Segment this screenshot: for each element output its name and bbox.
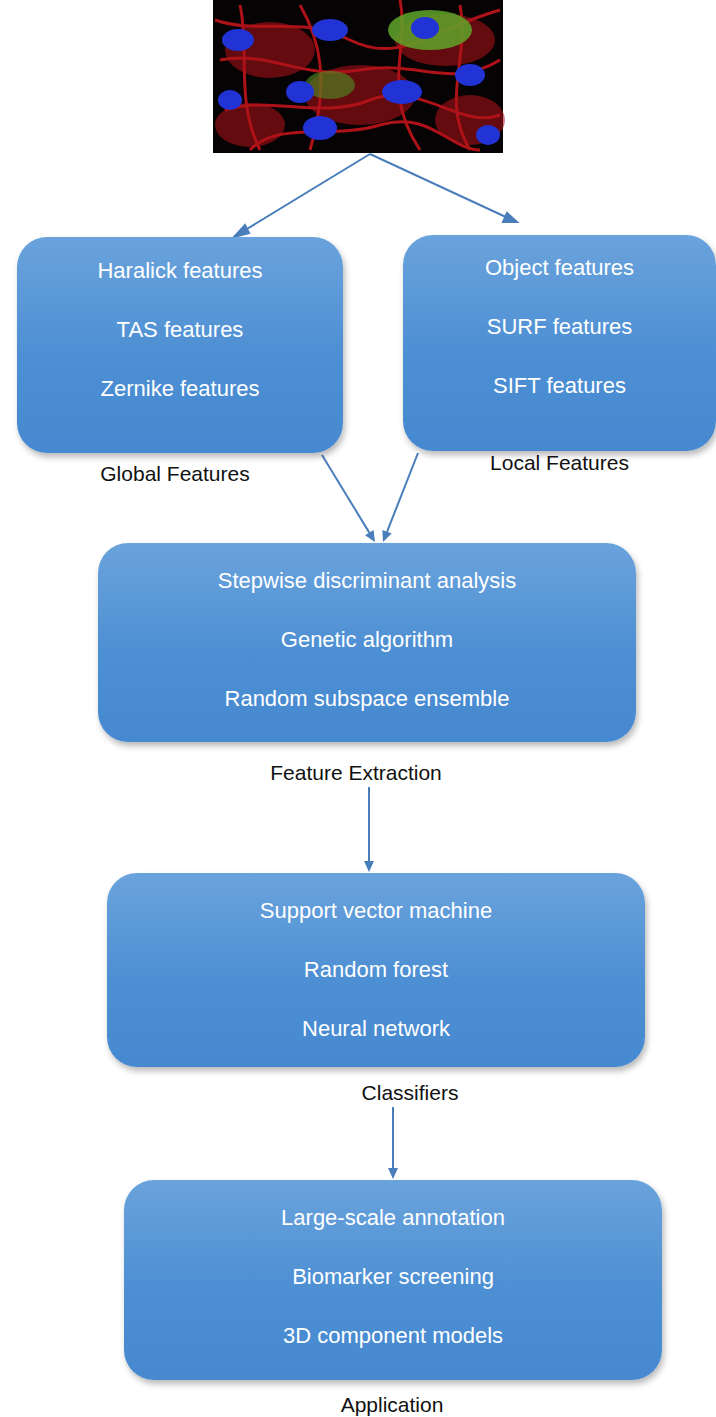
- flow-arrow: [364, 787, 374, 872]
- method-text: Neural network: [302, 999, 450, 1058]
- rounded-box: Large-scale annotationBiomarker screenin…: [124, 1180, 662, 1380]
- rounded-box: Support vector machineRandom forestNeura…: [107, 873, 645, 1067]
- rounded-box: Haralick featuresTAS featuresZernike fea…: [17, 237, 343, 453]
- text-line: SURF features: [403, 297, 716, 356]
- method-text: Zernike features: [101, 359, 260, 418]
- method-text: Biomarker screening: [292, 1247, 494, 1306]
- arrow-head: [365, 530, 375, 542]
- text-line: 3D component models: [124, 1306, 662, 1365]
- flow-arrow: [388, 1107, 398, 1179]
- green-stain: [388, 10, 472, 50]
- text-line: Genetic algorithm: [98, 610, 636, 669]
- method-text: 3D component models: [283, 1306, 503, 1365]
- text-line: Stepwise discriminant analysis: [98, 551, 636, 610]
- method-text: TAS features: [117, 300, 244, 359]
- method-text: Stepwise discriminant analysis: [218, 551, 516, 610]
- flow-arrow: [382, 453, 418, 542]
- arrow-head: [364, 861, 374, 872]
- method-text: Object features: [485, 238, 634, 297]
- nuclei: [218, 17, 500, 145]
- group-caption: Global Features: [12, 462, 338, 486]
- feature-group: Haralick featuresTAS featuresZernike fea…: [17, 237, 343, 486]
- method-text: Random forest: [304, 940, 448, 999]
- method-text: SURF features: [487, 297, 633, 356]
- group-caption: Feature Extraction: [87, 761, 625, 785]
- arrow-head: [388, 1168, 398, 1179]
- text-line: TAS features: [17, 300, 343, 359]
- arrow-head: [382, 530, 391, 542]
- arrow-line: [368, 787, 370, 861]
- arrow-line: [322, 455, 369, 533]
- rounded-box: Object featuresSURF featuresSIFT feature…: [403, 235, 716, 451]
- text-line: Support vector machine: [107, 881, 645, 940]
- image-arrows: [234, 154, 517, 237]
- text-line: Haralick features: [17, 241, 343, 300]
- text-line: Biomarker screening: [124, 1247, 662, 1306]
- text-line: Random forest: [107, 940, 645, 999]
- text-line: Zernike features: [17, 359, 343, 418]
- method-text: Random subspace ensemble: [225, 669, 510, 728]
- method-text: Support vector machine: [260, 881, 492, 940]
- group-caption: Local Features: [403, 451, 716, 475]
- feature-group: Stepwise discriminant analysisGenetic al…: [98, 543, 636, 785]
- text-line: Neural network: [107, 999, 645, 1058]
- feature-group: Large-scale annotationBiomarker screenin…: [124, 1180, 662, 1417]
- group-caption: Classifiers: [141, 1081, 679, 1105]
- rounded-box: Stepwise discriminant analysisGenetic al…: [98, 543, 636, 742]
- feature-group: Support vector machineRandom forestNeura…: [107, 873, 645, 1105]
- text-line: Large-scale annotation: [124, 1188, 662, 1247]
- method-text: SIFT features: [493, 356, 626, 415]
- text-line: Random subspace ensemble: [98, 669, 636, 728]
- text-line: Object features: [403, 238, 716, 297]
- arrow-line: [392, 1107, 394, 1168]
- method-text: Genetic algorithm: [281, 610, 453, 669]
- text-line: SIFT features: [403, 356, 716, 415]
- arrow-line: [387, 453, 418, 532]
- method-text: Large-scale annotation: [281, 1188, 505, 1247]
- group-caption: Application: [123, 1393, 661, 1417]
- feature-group: Object featuresSURF featuresSIFT feature…: [403, 235, 716, 475]
- flow-arrow: [322, 455, 375, 542]
- method-text: Haralick features: [97, 241, 262, 300]
